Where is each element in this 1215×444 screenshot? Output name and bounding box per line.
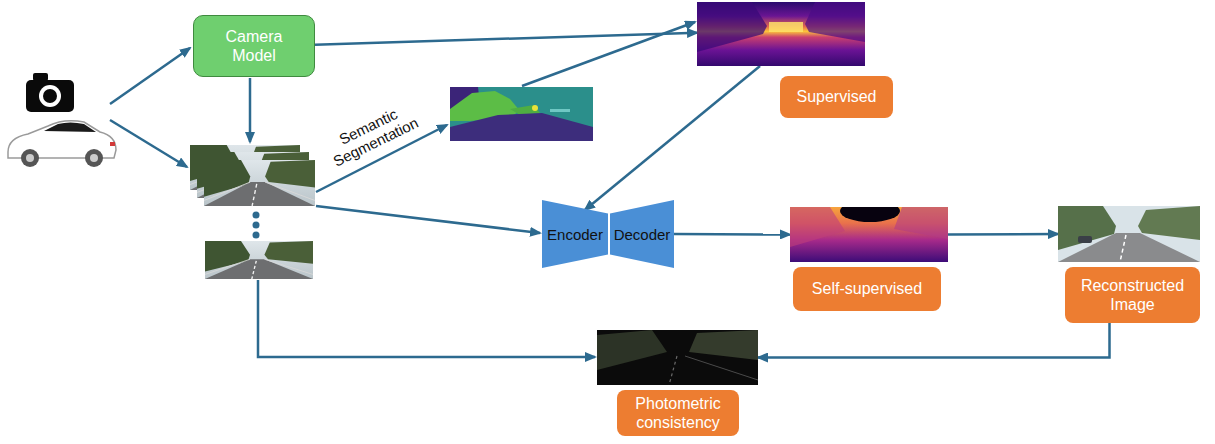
- flow-arrow: [110, 120, 187, 167]
- camera-top: [33, 73, 48, 81]
- depth-map-node: Supervised: [697, 2, 865, 66]
- image-content: [697, 2, 865, 66]
- node-text: Encoder: [547, 226, 603, 243]
- flow-arrow: [948, 233, 1058, 236]
- flow-arrow: [316, 206, 540, 233]
- wheel: [21, 149, 39, 167]
- node-text: Photometric consistency: [625, 394, 731, 432]
- depth-map-node: Self-supervised: [790, 207, 948, 262]
- camera-body: [26, 80, 74, 112]
- caption-box: Photometric consistency: [617, 390, 739, 436]
- decoder-block: Decoder: [610, 200, 674, 268]
- caption-box: Self-supervised: [793, 267, 941, 311]
- encoder-block: Encoder: [542, 200, 608, 268]
- node-text: Camera Model: [208, 27, 300, 65]
- flow-arrow: [758, 323, 1110, 358]
- process-box: Camera Model: [193, 15, 315, 77]
- car-window: [44, 123, 96, 133]
- ellipsis-dot: [253, 232, 260, 239]
- caption-box: Supervised: [780, 76, 893, 118]
- flow-arrow: [110, 48, 190, 104]
- image-thumbnail: [697, 2, 865, 66]
- wheel-hub: [90, 154, 98, 162]
- image-thumbnail: [790, 207, 948, 262]
- image-thumbnail: [1058, 206, 1200, 262]
- node-text: Self-supervised: [812, 279, 922, 298]
- flow-arrow: [674, 233, 790, 236]
- tail-light: [110, 142, 115, 146]
- node-text: Decoder: [614, 226, 671, 243]
- camera-lens-ring: [39, 85, 61, 107]
- image-node: Reconstructed Image: [1058, 206, 1200, 262]
- flow-arrow: [258, 280, 595, 357]
- flow-arrow: [315, 33, 697, 45]
- flow-arrow: [249, 78, 252, 142]
- node-text: Reconstructed Image: [1073, 276, 1192, 314]
- segmentation-image: [450, 87, 593, 141]
- ellipsis-dot: [253, 222, 260, 229]
- trapezoid-shape: [610, 200, 674, 268]
- image-content: [597, 330, 758, 385]
- camera-lens: [43, 89, 57, 103]
- ellipsis-dot: [253, 212, 260, 219]
- node-text: Supervised: [796, 87, 876, 106]
- flow-arrow: [522, 22, 695, 86]
- wheel: [85, 149, 103, 167]
- frame-stack: [190, 145, 315, 279]
- image-node: Photometric consistency: [597, 330, 758, 385]
- video-frame: [204, 160, 315, 206]
- caption-box: Reconstructed Image: [1065, 267, 1200, 323]
- trapezoid-shape: [542, 200, 608, 268]
- image-content: [1058, 206, 1200, 262]
- image-thumbnail: [597, 330, 758, 385]
- wheel-hub: [26, 154, 34, 162]
- edge-label: Semantic Segmentation: [318, 96, 427, 173]
- video-frame: [205, 241, 313, 279]
- flow-arrow: [585, 66, 760, 210]
- image-content: [790, 207, 948, 262]
- car-icon: [8, 73, 116, 167]
